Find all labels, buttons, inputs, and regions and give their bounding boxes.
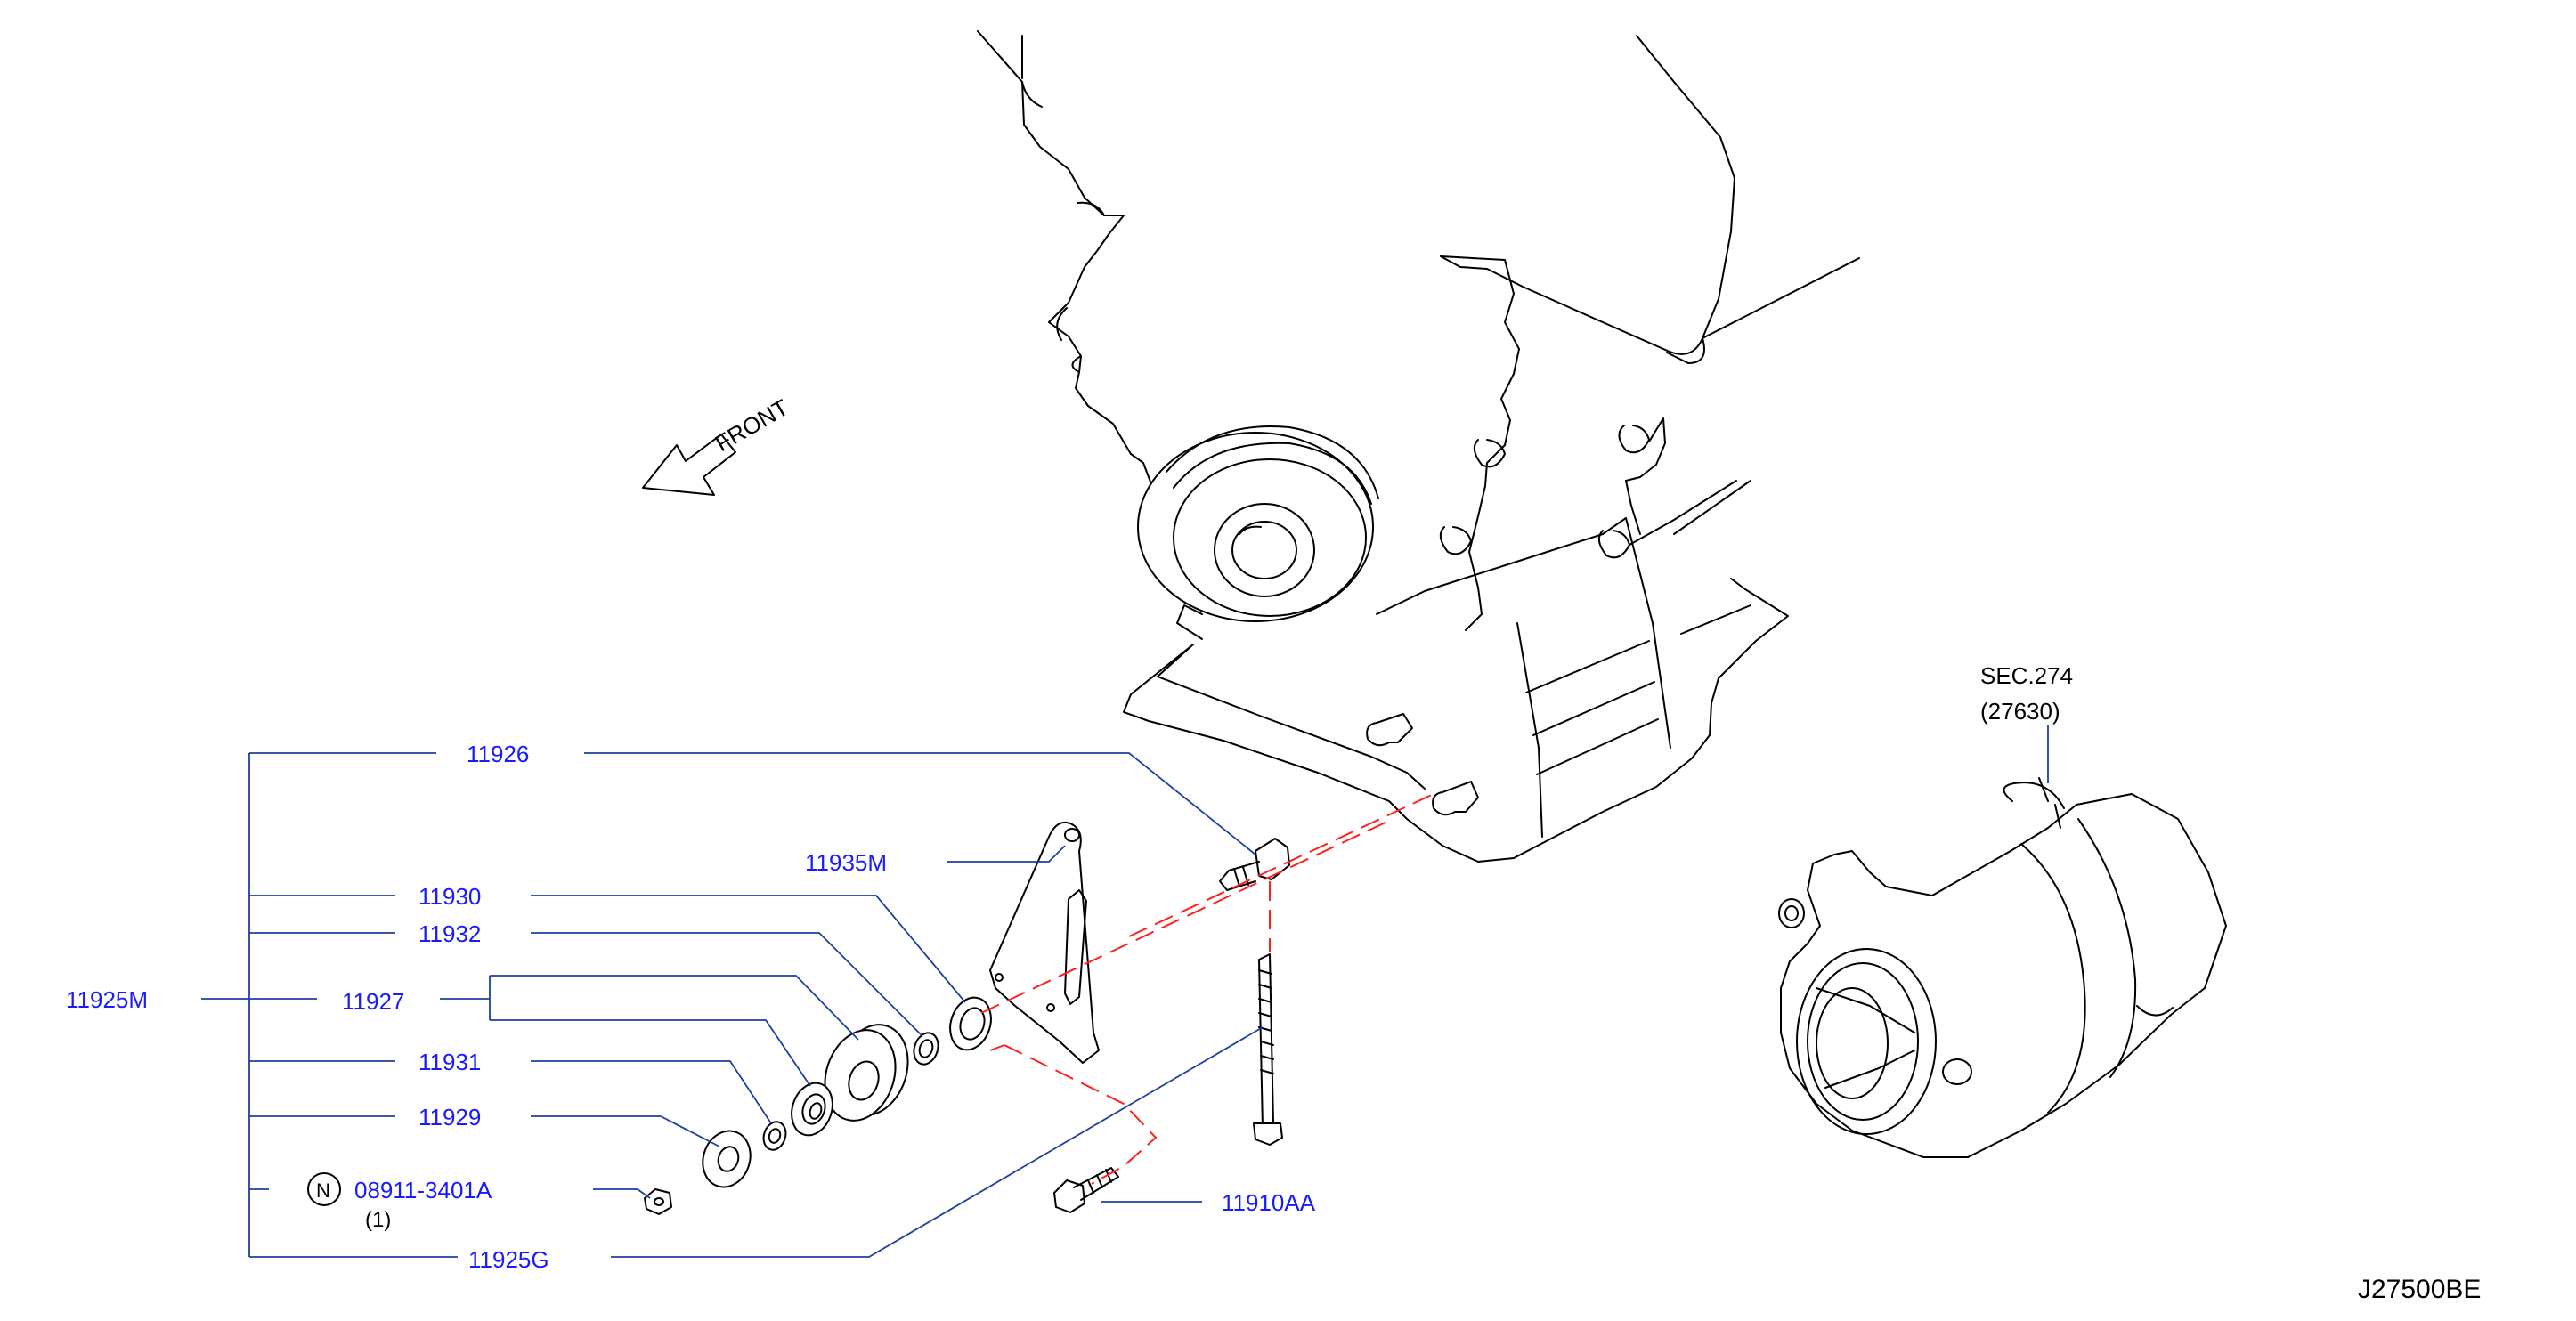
leader-lines bbox=[201, 752, 1264, 1258]
part-label-11935m[interactable]: 11935M bbox=[805, 849, 887, 876]
part-label-11925g[interactable]: 11925G bbox=[468, 1246, 549, 1273]
assembly-dashed-lines bbox=[980, 791, 1438, 1185]
part-label-11910aa[interactable]: 11910AA bbox=[1222, 1189, 1316, 1216]
n-marker-icon bbox=[307, 1172, 341, 1206]
part-label-11926[interactable]: 11926 bbox=[467, 741, 529, 767]
idler-assembly-drawing bbox=[644, 821, 1290, 1215]
front-direction-label: FRONT bbox=[711, 393, 793, 457]
diagram-reference-code: J27500BE bbox=[2358, 1275, 2481, 1304]
part-label-08911-3401a[interactable]: 08911-3401A bbox=[354, 1177, 492, 1203]
part-label-11931[interactable]: 11931 bbox=[418, 1049, 481, 1075]
part-label-11927[interactable]: 11927 bbox=[342, 988, 404, 1015]
part-label-11929[interactable]: 11929 bbox=[418, 1104, 481, 1131]
part-label-11925m[interactable]: 11925M bbox=[66, 986, 148, 1013]
part-quantity-08911: (1) bbox=[365, 1208, 391, 1232]
part-label-11932[interactable]: 11932 bbox=[418, 920, 481, 947]
compressor-drawing bbox=[1778, 725, 2227, 1158]
engine-block-drawing bbox=[977, 30, 1860, 863]
n-marker-letter: N bbox=[316, 1179, 330, 1202]
part-label-11930[interactable]: 11930 bbox=[418, 883, 481, 910]
section-ref-label[interactable]: SEC.274 bbox=[1980, 662, 2073, 689]
front-arrow-icon bbox=[642, 434, 736, 496]
section-ref-number: (27630) bbox=[1980, 698, 2060, 725]
